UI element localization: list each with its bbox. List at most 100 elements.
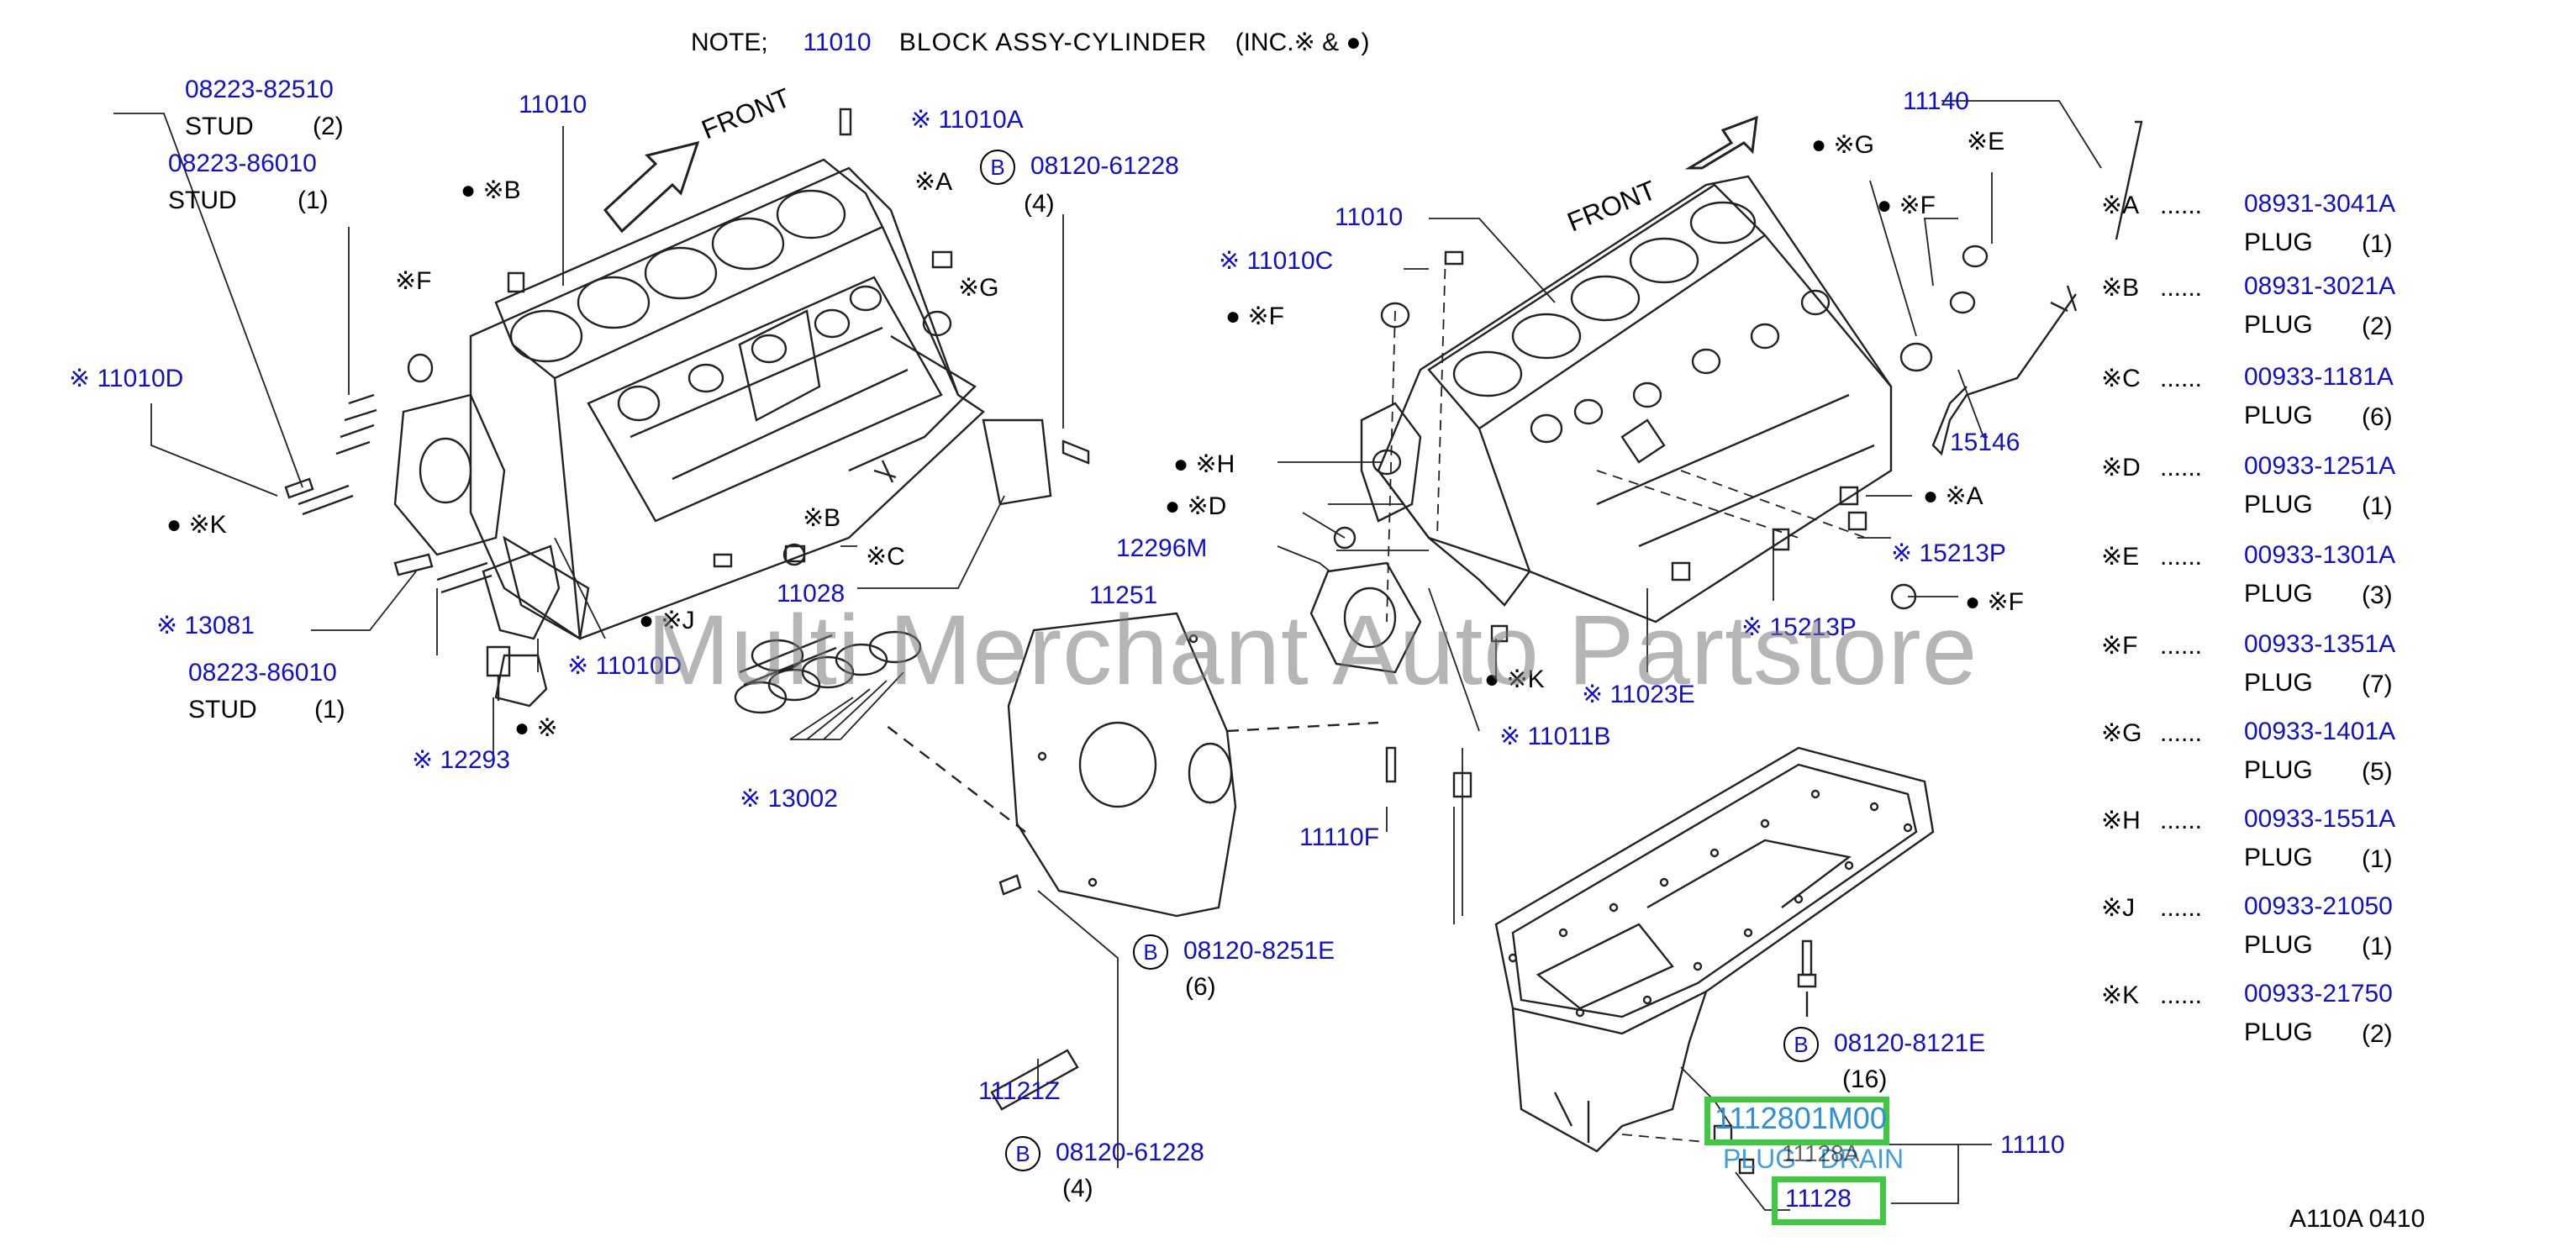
bolt-bot-qty: (4) <box>1062 1175 1093 1202</box>
legend-part-number[interactable]: 00933-1251A <box>2244 452 2396 480</box>
legend-dots: ...... <box>2160 274 2203 302</box>
plug-j-left-label: ● ※J <box>639 607 695 634</box>
legend-qty: (1) <box>2362 492 2393 520</box>
part-13081[interactable]: ※ 13081 <box>156 612 255 639</box>
pan-bolt-pn-text: 08120-8121E <box>1834 1029 1986 1057</box>
part-15213p-a[interactable]: ※ 15213P <box>1891 539 2006 567</box>
diagram-reference: A110A 0410 <box>2289 1205 2426 1233</box>
bolt-mid-qty: (6) <box>1185 973 1216 1001</box>
legend-key: ※C <box>2101 365 2141 392</box>
legend-key: ※H <box>2101 807 2141 834</box>
plug-g-left-label: ※G <box>958 274 999 302</box>
note-part-number[interactable]: 11010 <box>803 29 872 56</box>
bolt-top-pn-text: 08120-61228 <box>1030 151 1179 180</box>
part-11010a[interactable]: ※ 11010A <box>910 106 1024 134</box>
legend-dots: ...... <box>2160 981 2203 1009</box>
part-12293[interactable]: ※ 12293 <box>412 746 510 774</box>
legend-qty: (7) <box>2362 671 2393 698</box>
part-11110f[interactable]: 11110F <box>1299 823 1380 851</box>
bolt-top-part-number[interactable]: B 08120-61228 <box>980 150 1179 185</box>
plug-b-left-label: ● ※B <box>461 176 521 204</box>
stud-86010-part-number[interactable]: 08223-86010 <box>168 150 317 177</box>
legend-row: ※A <box>2101 192 2139 220</box>
legend-name: PLUG <box>2244 402 2313 429</box>
part-11128a[interactable]: 11128A <box>1782 1140 1860 1166</box>
highlight-box-bottom <box>1772 1176 1886 1225</box>
block-left-part-number[interactable]: 11010 <box>519 91 587 118</box>
left-cylinder-block <box>393 158 985 708</box>
legend-name: PLUG <box>2244 669 2313 697</box>
legend-dots: ...... <box>2160 894 2203 922</box>
plug-g-right-label: ● ※G <box>1811 131 1874 159</box>
part-11140[interactable]: 11140 <box>1903 87 1969 115</box>
stud-86010-qty: (1) <box>298 187 329 214</box>
legend-name: PLUG <box>2244 1018 2313 1046</box>
plug-k-left-label: ● ※K <box>166 511 227 539</box>
circle-b-icon: B <box>980 150 1015 185</box>
part-11010c[interactable]: ※ 11010C <box>1219 247 1334 275</box>
part-11128[interactable]: 11128 <box>1785 1185 1852 1213</box>
plug-f-right1-label: ● ※F <box>1225 303 1284 330</box>
plug-h-right-label: ● ※H <box>1173 450 1235 478</box>
plug-a-right-label: ● ※A <box>1923 482 1983 510</box>
part-11110[interactable]: 11110 <box>2000 1131 2065 1159</box>
legend-part-number[interactable]: 00933-21750 <box>2244 980 2393 1008</box>
legend-qty: (2) <box>2362 1020 2393 1048</box>
part-13002[interactable]: ※ 13002 <box>740 785 838 813</box>
legend-part-number[interactable]: 00933-1401A <box>2244 718 2396 745</box>
legend-part-number[interactable]: 08931-3021A <box>2244 272 2396 300</box>
part-12296m[interactable]: 12296M <box>1116 534 1208 562</box>
right-small-parts <box>1333 120 2143 643</box>
plug-b-mid-label: ※B <box>803 504 841 532</box>
part-1112801m00[interactable]: 1112801M00 <box>1715 1101 1887 1135</box>
stud-86010b-part-number[interactable]: 08223-86010 <box>188 659 337 687</box>
plug-f-right3-label: ● ※F <box>1965 588 2024 616</box>
circle-b-icon: B <box>1005 1136 1040 1171</box>
note-header: NOTE; 11010 BLOCK ASSY-CYLINDER (INC.※ &… <box>691 29 1370 57</box>
part-11010d-left[interactable]: ※ 11010D <box>69 365 184 392</box>
part-11010d-lower[interactable]: ※ 11010D <box>567 652 682 680</box>
part-11023e[interactable]: ※ 11023E <box>1582 681 1695 708</box>
legend-key: ※G <box>2101 719 2142 747</box>
legend-part-number[interactable]: 00933-1551A <box>2244 805 2396 833</box>
circle-b-icon: B <box>1133 934 1168 970</box>
bolt-bot-pn-text: 08120-61228 <box>1056 1138 1204 1166</box>
part-11028[interactable]: 11028 <box>777 580 845 608</box>
bolt-bot-part-number[interactable]: B 08120-61228 <box>1005 1136 1204 1171</box>
plug-f-right2-label: ● ※F <box>1877 192 1936 219</box>
legend-part-number[interactable]: 00933-1301A <box>2244 541 2396 569</box>
part-15146[interactable]: 15146 <box>1950 429 2020 456</box>
part-11251[interactable]: 11251 <box>1089 581 1158 609</box>
part-11121z[interactable]: 11121Z <box>978 1077 1061 1105</box>
pan-bolt-qty: (16) <box>1842 1065 1888 1093</box>
legend-part-number[interactable]: 08931-3041A <box>2244 190 2396 218</box>
legend-qty: (1) <box>2362 845 2393 873</box>
stud-82510-part-number[interactable]: 08223-82510 <box>185 76 334 103</box>
plug-f-left-label: ※F <box>395 267 432 295</box>
plug-a-left-label: ※A <box>914 168 953 196</box>
part-11011b[interactable]: ※ 11011B <box>1499 723 1611 750</box>
legend-part-number[interactable]: 00933-1181A <box>2244 363 2394 391</box>
block-right-part-number[interactable]: 11010 <box>1335 203 1404 231</box>
legend-name: PLUG <box>2244 580 2313 608</box>
bolt-mid-part-number[interactable]: B 08120-8251E <box>1133 934 1335 970</box>
right-front-arrow <box>1684 115 1758 170</box>
plug-d-right-label: ● ※D <box>1165 492 1227 520</box>
note-prefix: NOTE; <box>691 29 768 56</box>
legend-part-number[interactable]: 00933-1351A <box>2244 630 2396 658</box>
legend-key: ※E <box>2101 543 2140 571</box>
legend-dots: ...... <box>2160 807 2203 834</box>
legend-dots: ...... <box>2160 365 2203 392</box>
bolt-mid-pn-text: 08120-8251E <box>1183 936 1335 965</box>
stud-82510-name: STUD <box>185 113 254 140</box>
legend-part-number[interactable]: 00933-21050 <box>2244 892 2393 920</box>
bolt-top-qty: (4) <box>1024 190 1055 218</box>
middle-gasket <box>882 612 1472 1111</box>
highlight-box-top <box>1704 1097 1889 1145</box>
legend-qty: (1) <box>2362 933 2393 960</box>
part-15213p-b[interactable]: ※ 15213P <box>1741 613 1857 641</box>
legend-dots: ...... <box>2160 543 2203 571</box>
stud-86010-name: STUD <box>168 187 237 214</box>
